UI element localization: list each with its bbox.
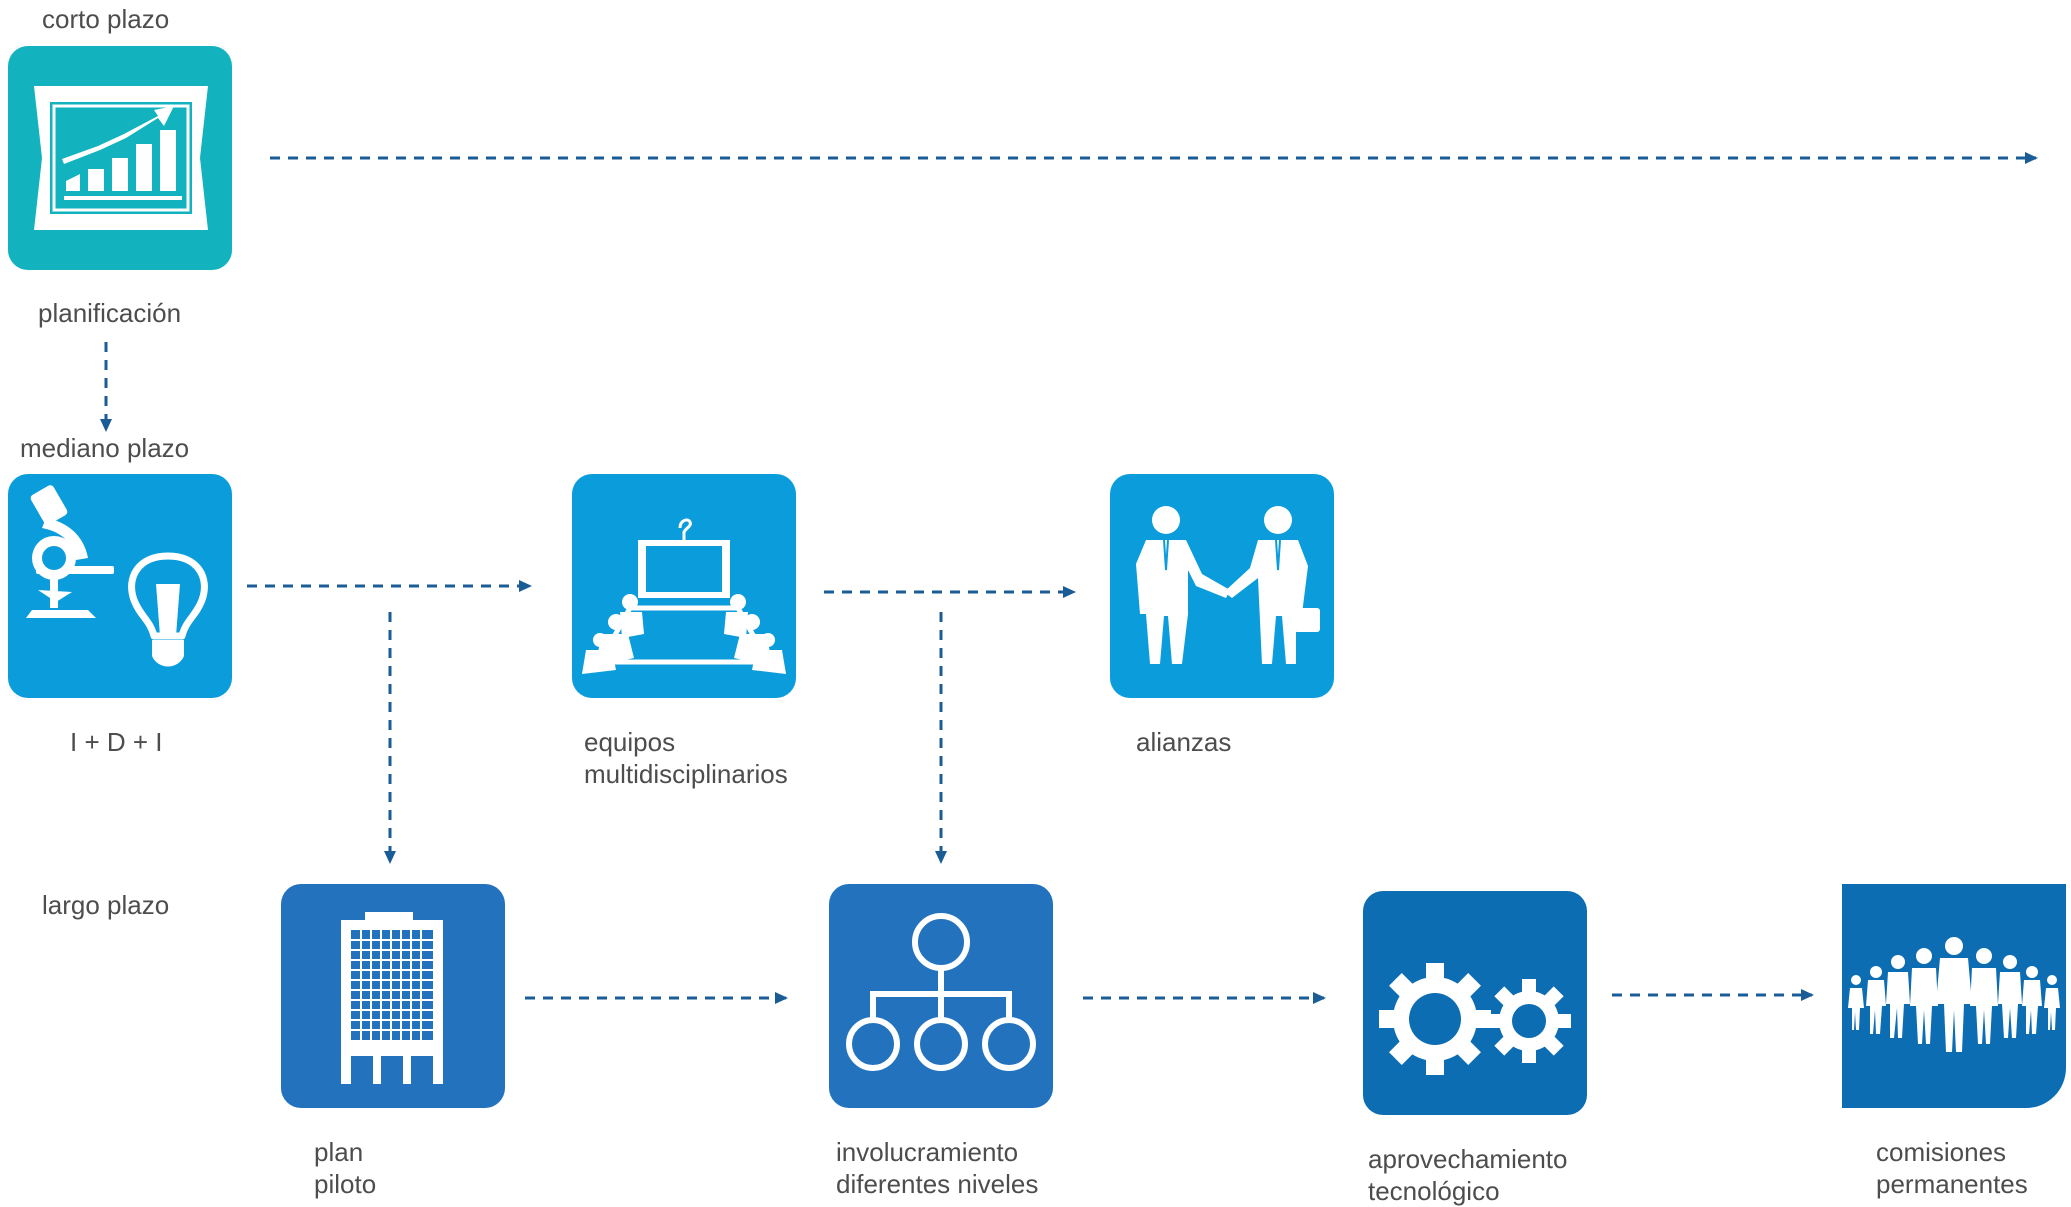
involvement-tile [829,884,1053,1108]
row-label-long-term: largo plazo [42,890,170,920]
teams-tile [572,474,796,698]
teams-label: equipos multidisciplinarios [584,727,788,789]
planning-tile [8,46,232,270]
technology-tile [1363,891,1587,1115]
pilot-tile [281,884,505,1108]
involvement-label: involucramiento diferentes niveles [836,1137,1039,1199]
handshake-icon [1136,506,1320,664]
gears-icon [1379,963,1571,1075]
microscope-lightbulb-icon [26,485,208,667]
planning-label: planificación [38,298,182,328]
meeting-table-icon [582,518,786,674]
org-chart-icon [846,913,1036,1071]
pilot-label: plan piloto [314,1137,377,1199]
rdi-label: I + D + I [70,727,163,757]
row-label-short-term: corto plazo [42,4,170,34]
people-group-icon [1848,937,2060,1052]
commissions-label: comisiones permanentes [1876,1137,2028,1199]
row-label-mid-term: mediano plazo [20,433,190,463]
commissions-tile [1842,884,2066,1108]
building-icon [341,912,443,1084]
alliances-tile [1110,474,1334,698]
technology-label: aprovechamiento tecnológico [1368,1144,1568,1206]
chart-board-icon [34,86,208,230]
alliances-label: alianzas [1136,727,1232,757]
rdi-tile [8,474,232,698]
